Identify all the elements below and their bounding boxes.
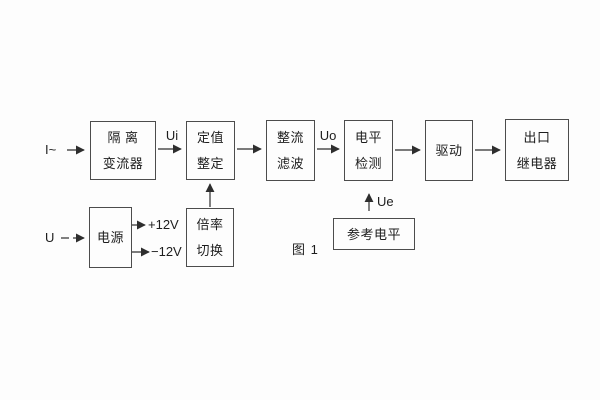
block-isolation-transformer: 隔 离 变流器	[90, 121, 156, 180]
block-output-relay: 出口 继电器	[505, 119, 569, 181]
block-label: 定值	[196, 130, 224, 145]
block-label: 继电器	[516, 155, 558, 171]
block-label: 检测	[354, 156, 382, 171]
block-power-supply: 电源	[89, 207, 132, 268]
block-label: 隔 离	[107, 130, 139, 145]
block-setting-adjust: 定值 整定	[186, 121, 235, 180]
block-label: 整定	[196, 156, 224, 171]
signal-label-input-current: I~	[45, 142, 57, 157]
block-label: 驱动	[435, 143, 463, 158]
block-label: 切换	[196, 243, 224, 258]
block-label: 滤波	[276, 156, 304, 171]
block-label: 倍率	[196, 217, 224, 232]
block-label: 整流	[276, 130, 304, 145]
figure-caption: 图 1	[292, 242, 319, 257]
signal-label-input-voltage: U	[45, 230, 55, 245]
signal-label-ui: Ui	[165, 128, 179, 143]
block-reference-level: 参考电平	[333, 218, 415, 250]
signal-label-plus-12v: +12V	[148, 217, 179, 232]
block-label: 出口	[523, 129, 551, 145]
signal-label-ue: Ue	[377, 194, 394, 209]
signal-label-minus-12v: −12V	[151, 244, 182, 259]
block-label: 参考电平	[346, 226, 401, 242]
block-label: 电平	[354, 130, 382, 145]
block-label: 变流器	[102, 156, 144, 171]
block-rectifier-filter: 整流 滤波	[266, 120, 315, 181]
block-multiplier-switch: 倍率 切换	[186, 208, 234, 267]
block-label: 电源	[96, 230, 124, 245]
signal-label-uo: Uo	[319, 128, 337, 143]
block-level-detect: 电平 检测	[344, 120, 393, 181]
block-drive: 驱动	[425, 120, 473, 181]
